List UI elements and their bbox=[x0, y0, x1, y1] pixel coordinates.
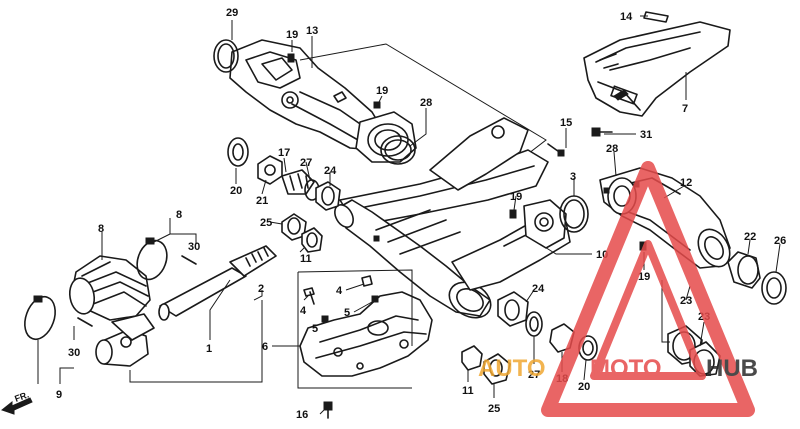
callout-31: 31 bbox=[640, 129, 652, 141]
pinion-17 bbox=[281, 169, 315, 195]
callout-11-b: 11 bbox=[462, 385, 474, 397]
callout-6: 6 bbox=[262, 341, 268, 353]
callout-19-b: 19 bbox=[376, 85, 388, 97]
o-ring-29 bbox=[213, 39, 239, 73]
front-direction-label: FR. bbox=[13, 390, 30, 404]
seal-26 bbox=[761, 271, 787, 305]
callout-12: 12 bbox=[680, 177, 692, 189]
collar-25-lower bbox=[483, 353, 511, 385]
callout-28-a: 28 bbox=[420, 97, 432, 109]
callout-7: 7 bbox=[682, 103, 688, 115]
o-ring-28-top bbox=[380, 135, 416, 165]
skid-guard-6 bbox=[299, 291, 433, 377]
collar-11-lower bbox=[461, 345, 483, 371]
band-clamp-9 bbox=[24, 295, 56, 341]
callout-19-c: 19 bbox=[510, 191, 522, 203]
callout-27-b: 27 bbox=[528, 369, 540, 381]
callout-8-b: 8 bbox=[98, 223, 104, 235]
callout-8-a: 8 bbox=[176, 209, 182, 221]
bearing-22 bbox=[727, 251, 761, 289]
watermark: AUTO MOTO HUB bbox=[478, 161, 758, 417]
bearing-24-lower bbox=[497, 291, 529, 327]
callout-1: 1 bbox=[206, 343, 212, 355]
bolt-31 bbox=[591, 127, 613, 137]
screw-30-lower bbox=[77, 317, 93, 327]
callout-19-d: 19 bbox=[638, 271, 650, 283]
callout-13: 13 bbox=[306, 25, 318, 37]
callout-9: 9 bbox=[56, 389, 62, 401]
callout-21: 21 bbox=[256, 195, 268, 207]
callout-26: 26 bbox=[774, 235, 786, 247]
watermark-text-auto: AUTO bbox=[478, 355, 546, 382]
callout-19-a: 19 bbox=[286, 29, 298, 41]
callout-3: 3 bbox=[570, 171, 576, 183]
bolt-4b bbox=[361, 275, 373, 287]
callout-4-b: 4 bbox=[300, 305, 307, 317]
watermark-text-moto: MOTO bbox=[590, 355, 662, 382]
callout-17: 17 bbox=[278, 147, 290, 159]
collar-11-top bbox=[301, 227, 323, 253]
screw-30-upper bbox=[181, 255, 197, 265]
callout-5-b: 5 bbox=[312, 323, 318, 335]
callout-14: 14 bbox=[620, 11, 633, 23]
callout-24-b: 24 bbox=[532, 283, 545, 295]
bolt-16 bbox=[323, 401, 333, 419]
bolt-4a bbox=[303, 287, 315, 305]
bolt-19a bbox=[287, 55, 295, 63]
swingarm-frame bbox=[334, 117, 571, 319]
callout-30-a: 30 bbox=[188, 241, 200, 253]
o-ring-27-lower bbox=[525, 311, 543, 337]
leader-lines bbox=[37, 15, 781, 415]
guard-outline bbox=[297, 269, 413, 389]
callout-30-b: 30 bbox=[68, 347, 80, 359]
universal-joint bbox=[95, 313, 155, 367]
callout-5-a: 5 bbox=[344, 307, 350, 319]
callout-23-a: 23 bbox=[680, 295, 692, 307]
callout-25-a: 25 bbox=[260, 217, 272, 229]
o-ring-3 bbox=[559, 195, 589, 233]
callout-28-b: 28 bbox=[606, 143, 618, 155]
watermark-text-hub: HUB bbox=[706, 355, 758, 382]
callout-16: 16 bbox=[296, 409, 308, 421]
callout-11-a: 11 bbox=[300, 253, 312, 265]
bearing-24 bbox=[315, 181, 341, 211]
callout-4-a: 4 bbox=[336, 285, 343, 297]
front-direction-arrow: FR. bbox=[0, 390, 33, 415]
bolt-19c bbox=[509, 209, 517, 219]
callout-22: 22 bbox=[744, 231, 756, 243]
callout-15: 15 bbox=[560, 117, 572, 129]
callout-20-a: 20 bbox=[230, 185, 242, 197]
bolt-15 bbox=[547, 143, 565, 157]
callout-27-a: 27 bbox=[300, 157, 312, 169]
callout-2: 2 bbox=[258, 283, 264, 295]
drive-shaft-2 bbox=[158, 245, 277, 321]
callout-20-b: 20 bbox=[578, 381, 590, 393]
bolt-5a bbox=[371, 295, 379, 303]
watermark-triangle bbox=[541, 161, 755, 417]
seal-20 bbox=[227, 137, 249, 167]
watermark-triangle-inner bbox=[590, 240, 706, 380]
callout-25-b: 25 bbox=[488, 403, 500, 415]
callout-29: 29 bbox=[226, 7, 238, 19]
callout-24-a: 24 bbox=[324, 165, 337, 177]
nut-21 bbox=[257, 155, 283, 185]
boot-8 bbox=[68, 255, 151, 321]
skid-plate-7 bbox=[583, 11, 731, 117]
